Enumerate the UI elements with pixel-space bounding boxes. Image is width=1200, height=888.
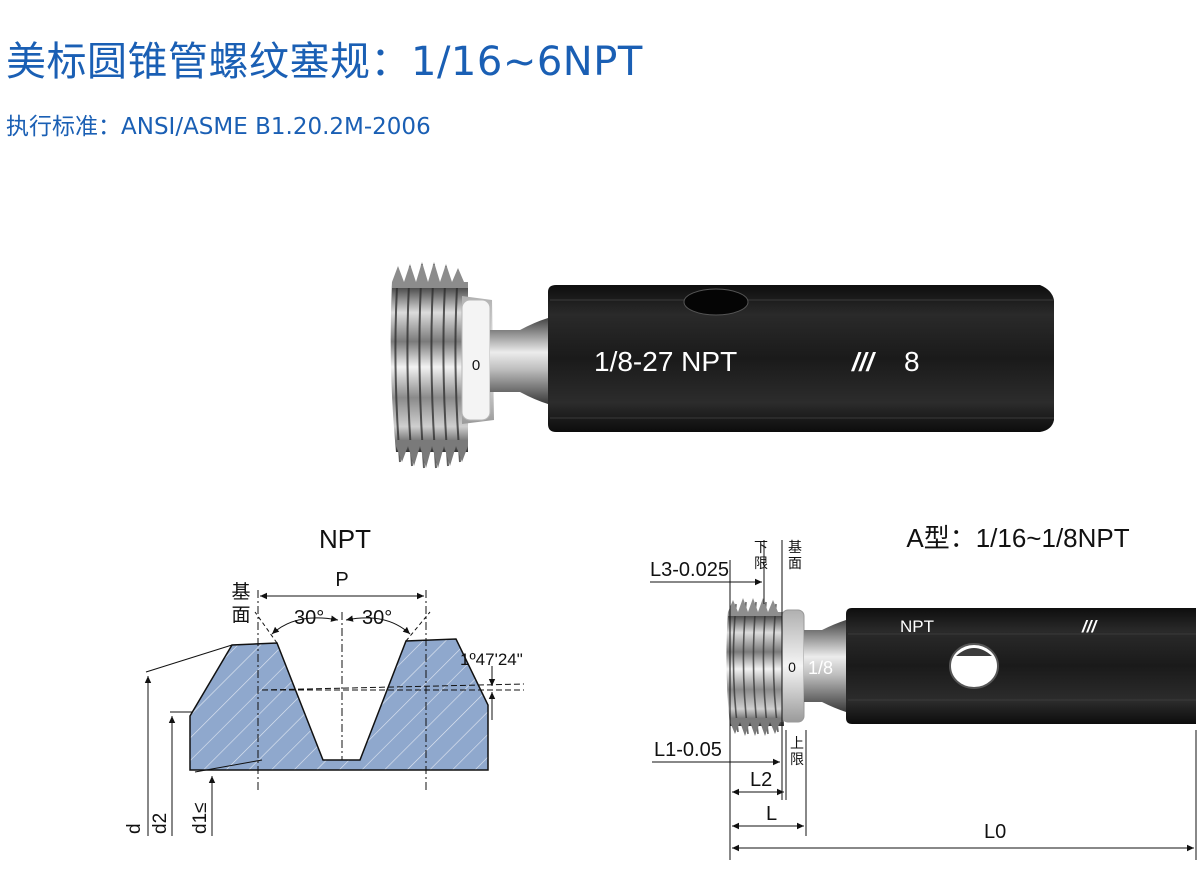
dim-L1-label: L1-0.05	[654, 739, 722, 761]
type-a-handle-text: NPT	[900, 617, 934, 636]
upper-limit-label-1: 上	[790, 735, 804, 751]
thread-section	[390, 262, 468, 469]
dim-d2-label: d2	[150, 813, 171, 834]
page-title: 美标圆锥管螺纹塞规：1/16~6NPT	[6, 39, 643, 85]
hex-handle	[548, 285, 1054, 432]
dim-d-label: d	[124, 823, 145, 834]
type-a-marking-size: 1/8	[808, 658, 833, 678]
dim-L2-label: L2	[750, 769, 772, 791]
type-a-neck	[804, 620, 846, 712]
npt-profile-diagram: NPT P 基 面 30° 30° 1º47'	[124, 524, 525, 836]
thread-section-shape	[189, 638, 489, 771]
dim-L-label: L	[766, 803, 777, 825]
photo-marking-0: 0	[472, 357, 480, 374]
dim-L3-label: L3-0.025	[650, 559, 729, 581]
dim-d1-label: d1≤	[190, 802, 211, 834]
type-a-handle	[846, 608, 1196, 724]
angle-left-label: 30°	[294, 607, 324, 629]
taper-angle-label: 1º47'24"	[460, 650, 523, 669]
angle-right-label: 30°	[362, 607, 392, 629]
photo-marking-symbol: ///	[851, 347, 876, 377]
standard-subtitle: 执行标准：ANSI/ASME B1.20.2M-2006	[6, 114, 431, 140]
pitch-label: P	[335, 569, 348, 591]
type-a-thread	[726, 598, 784, 736]
upper-limit-label-2: 限	[790, 751, 804, 767]
dim-L0-label: L0	[984, 821, 1006, 843]
type-a-handle-symbol: ///	[1081, 617, 1098, 636]
base-plane-label-2: 面	[231, 605, 250, 626]
base-plane-label-1: 基	[231, 581, 250, 603]
photo-marking-size: 1/8-27 NPT	[594, 346, 737, 377]
photo-marking-number: 8	[904, 346, 920, 377]
type-a-diagram: A型：1/16~1/8NPT 0 1/8 NPT ///	[650, 523, 1197, 860]
type-a-title: A型：1/16~1/8NPT	[906, 523, 1129, 553]
lower-limit-label-2: 限	[754, 555, 768, 571]
base-plane-label-2: 面	[788, 555, 802, 571]
base-plane-label-1: 基	[788, 539, 802, 555]
neck	[490, 318, 548, 404]
npt-title: NPT	[319, 524, 371, 554]
handle-hole	[683, 288, 749, 316]
type-a-marking-0: 0	[788, 659, 796, 675]
lower-limit-label-1: 下	[754, 539, 768, 555]
product-photo-gauge: 0 1/8-27 NPT /// 8	[390, 262, 1054, 469]
